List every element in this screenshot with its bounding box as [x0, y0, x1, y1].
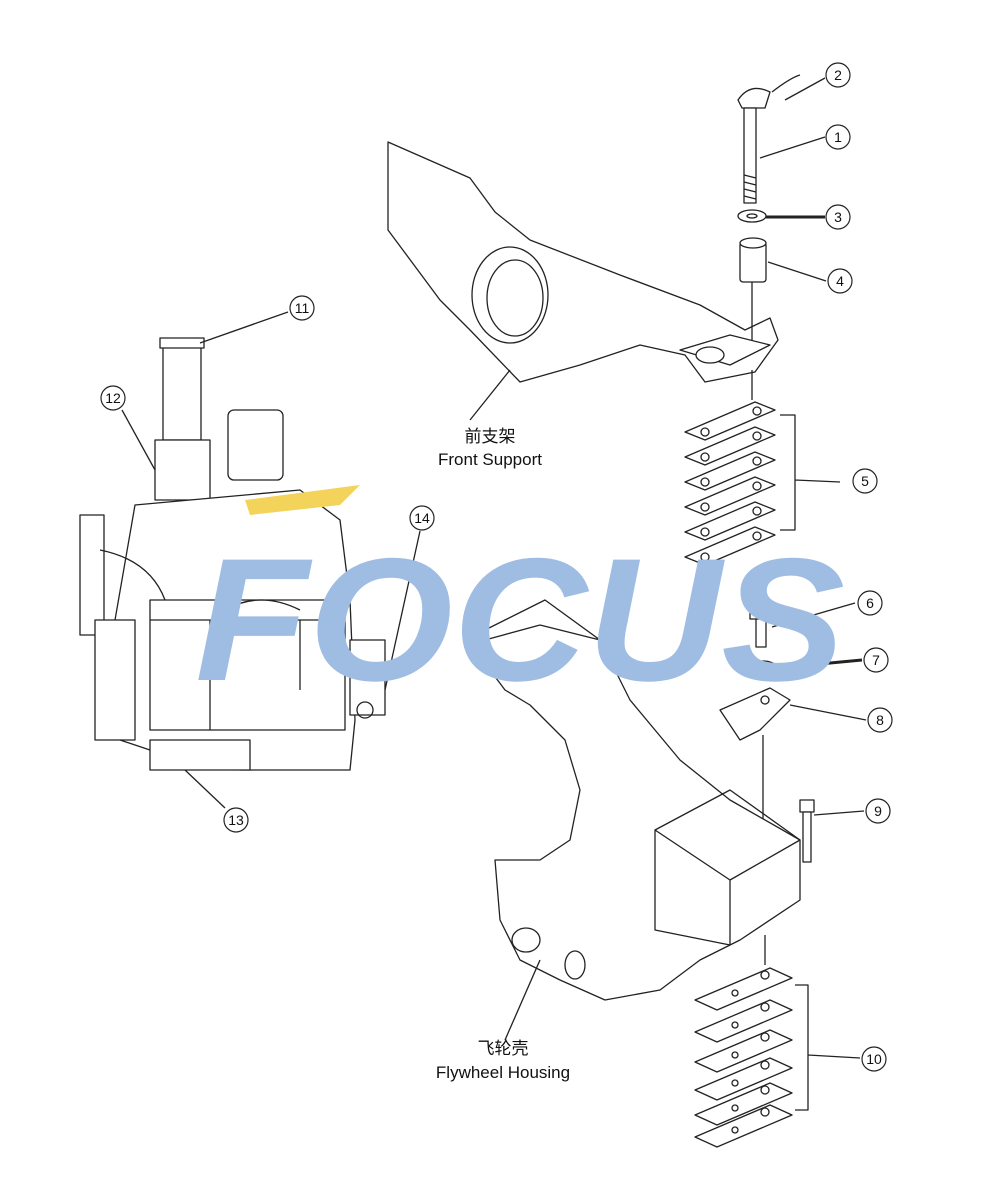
svg-text:5: 5 — [861, 473, 869, 489]
callout-2: 2 — [825, 62, 851, 88]
front-support-part — [387, 141, 779, 383]
svg-text:3: 3 — [834, 209, 842, 225]
callout-10: 10 — [861, 1046, 887, 1072]
svg-text:6: 6 — [866, 595, 874, 611]
svg-text:2: 2 — [834, 67, 842, 83]
front-support-label-en: Front Support — [438, 450, 542, 469]
svg-text:8: 8 — [876, 712, 884, 728]
svg-text:12: 12 — [105, 390, 121, 406]
callout-9: 9 — [865, 798, 891, 824]
bolt-part — [737, 74, 801, 400]
callout-8: 8 — [867, 707, 893, 733]
svg-text:4: 4 — [836, 273, 844, 289]
engine-part — [79, 337, 386, 771]
callout-5: 5 — [852, 468, 878, 494]
callout-1: 1 — [825, 124, 851, 150]
front-support-label-cn: 前支架 — [465, 427, 516, 446]
callout-12: 12 — [100, 385, 126, 411]
callout-6: 6 — [857, 590, 883, 616]
callout-4: 4 — [827, 268, 853, 294]
callout-14: 14 — [409, 505, 435, 531]
callout-3: 3 — [825, 204, 851, 230]
watermark-accent — [245, 485, 360, 515]
small-parts — [719, 604, 815, 965]
shim-stack-upper — [684, 401, 841, 566]
flywheel-housing-part — [484, 599, 801, 1001]
svg-text:10: 10 — [866, 1051, 882, 1067]
callout-7: 7 — [863, 647, 889, 673]
flywheel-housing-label-en: Flywheel Housing — [436, 1063, 570, 1082]
watermark: FOCUS — [195, 485, 845, 718]
callout-11: 11 — [289, 295, 315, 321]
flywheel-housing-label-cn: 飞轮壳 — [478, 1039, 529, 1058]
svg-text:13: 13 — [228, 812, 244, 828]
svg-text:1: 1 — [834, 129, 842, 145]
callout-13: 13 — [223, 807, 249, 833]
shim-stack-lower — [694, 967, 861, 1148]
svg-text:9: 9 — [874, 803, 882, 819]
svg-text:14: 14 — [414, 510, 430, 526]
svg-text:11: 11 — [295, 300, 310, 316]
leader-lines — [121, 77, 867, 1041]
svg-text:7: 7 — [872, 652, 880, 668]
watermark-text: FOCUS — [195, 523, 845, 718]
